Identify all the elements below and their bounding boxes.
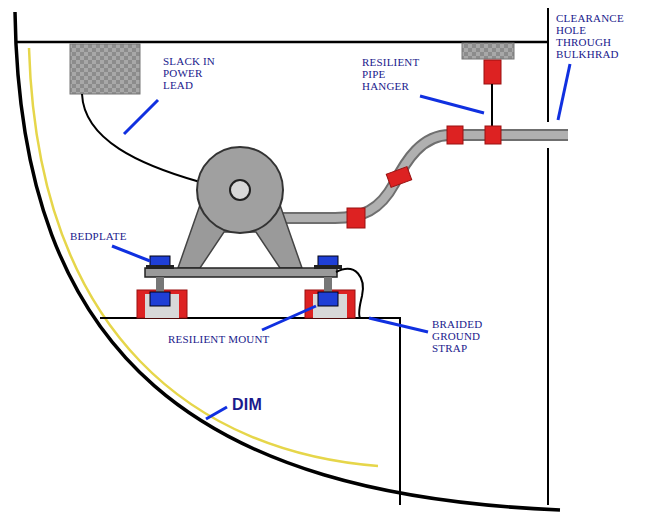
- pipe-clamp: [347, 208, 365, 228]
- hanger-isolator: [484, 60, 501, 84]
- part-label: CLEARANCE HOLE THROUGH BULKHRAD: [556, 12, 641, 60]
- pipe-clamp: [485, 126, 501, 144]
- leader-line: [420, 96, 484, 113]
- part-label: SLACK IN POWER LEAD: [163, 55, 233, 91]
- mount-element: [150, 292, 170, 306]
- pipe-clamp: [447, 126, 463, 144]
- mount-nut: [318, 256, 338, 266]
- dim-line: [29, 48, 378, 466]
- pipe: [280, 135, 568, 218]
- power-box: [70, 44, 140, 94]
- mount-bracket: [137, 290, 187, 318]
- motor-shaft: [230, 180, 250, 200]
- leader-line: [206, 407, 227, 419]
- leader-line: [369, 318, 428, 332]
- part-label: BRAIDED GROUND STRAP: [432, 318, 494, 354]
- mount-stud: [324, 277, 332, 293]
- mount-washer: [146, 265, 174, 269]
- motor-body: [197, 147, 283, 233]
- part-label: DIM: [232, 396, 262, 414]
- mount-nut: [150, 256, 170, 266]
- mount-washer: [314, 265, 342, 269]
- bulkhead: [547, 8, 549, 122]
- part-label: RESILIENT PIPE HANGER: [362, 56, 432, 92]
- mount-element: [318, 292, 338, 306]
- bulkhead: [547, 148, 549, 505]
- pipe: [280, 135, 568, 218]
- mount-stud: [156, 277, 164, 293]
- ground-strap: [336, 269, 363, 318]
- leader-line: [124, 100, 158, 134]
- pipe-clamp: [386, 167, 411, 188]
- power-lead: [82, 94, 200, 182]
- part-label: BEDPLATE: [70, 230, 127, 242]
- hanger-base: [462, 43, 514, 59]
- mount-bracket: [305, 290, 355, 318]
- bedplate: [145, 268, 337, 277]
- part-label: RESILIENT MOUNT: [168, 333, 269, 345]
- leader-line: [558, 64, 570, 120]
- leader-line: [262, 306, 316, 330]
- hanger-rod: [491, 84, 493, 130]
- leader-line: [112, 246, 150, 261]
- hull-line: [15, 12, 560, 510]
- foundation: [399, 318, 401, 505]
